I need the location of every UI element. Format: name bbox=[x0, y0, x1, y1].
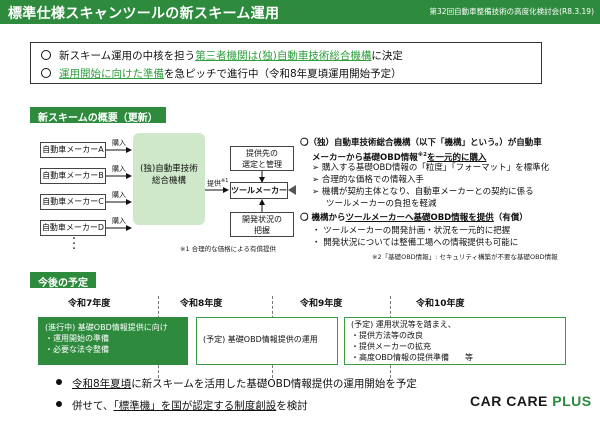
agency-name-line1: (独)自動車技術 bbox=[140, 164, 198, 174]
footnote-2: ※2「基礎OBD情報」: セキュリティ構築が不要な基礎OBD情報 bbox=[372, 253, 558, 261]
purchase-label-b: 購入 bbox=[112, 165, 126, 173]
bottom-bullet-2: 併せて、「標準機」を国が認定する制度創設を検討 bbox=[56, 398, 308, 413]
schedule-box3-line1: (予定) 運用状況等を踏まえ、 bbox=[351, 320, 456, 329]
schedule-box1-line1: (進行中) 基礎OBD情報提供に向け bbox=[45, 323, 168, 332]
dev-line1: 開発状況の bbox=[242, 215, 282, 224]
footnote-1: ※1 合理的な価格による有償提供 bbox=[180, 245, 276, 253]
summary-line-1-highlight: 第三者機関は(独)自動車技術総合機構 bbox=[195, 50, 372, 62]
maker-d-box: 自動車メーカーD bbox=[40, 220, 106, 236]
page-title: 標準仕様スキャンツールの新スキーム運用 bbox=[8, 6, 280, 22]
schedule-box-planned-operation: (予定) 基礎OBD情報提供の運用 bbox=[196, 317, 338, 365]
summary-line-2: 運用開始に向けた準備を急ピッチで進行中（令和8年夏頃運用開始予定） bbox=[41, 66, 402, 81]
pointer-arrow bbox=[288, 185, 296, 195]
agency-box: (独)自動車技術 総合機構 bbox=[133, 133, 205, 225]
schedule-box3-line4: ・高度OBD情報の提供準備 等 bbox=[351, 353, 473, 362]
schedule-box-in-progress: (進行中) 基礎OBD情報提供に向け ・運用開始の準備 ・必要な法令整備 bbox=[38, 317, 188, 365]
more-makers-dots: ・・・ bbox=[70, 234, 78, 253]
circle-bullet-icon bbox=[41, 50, 51, 60]
provide-label: 提供※1 bbox=[207, 178, 229, 188]
year-r7: 令和7年度 bbox=[68, 299, 111, 309]
desc-head-1b: メーカーから基礎OBD情報※2を一元的に購入 bbox=[312, 152, 487, 163]
schedule-box1-line2: ・運用開始の準備 bbox=[45, 334, 109, 343]
desc-head-2: 〇 機構からツールメーカーへ基礎OBD情報を提供（有償） bbox=[300, 213, 528, 223]
dev-status-box: 開発状況の 把握 bbox=[230, 212, 294, 237]
title-bar: 標準仕様スキャンツールの新スキーム運用 第32回自動車整備技術の高度化検討会(R… bbox=[0, 0, 600, 24]
schedule-box2-line1: (予定) 基礎OBD情報提供の運用 bbox=[203, 335, 318, 344]
maker-a-box: 自動車メーカーA bbox=[40, 142, 106, 158]
purchase-label-c: 購入 bbox=[112, 191, 126, 199]
maker-b-box: 自動車メーカーB bbox=[40, 168, 106, 184]
select-line1: 提供先の bbox=[246, 149, 278, 158]
desc-bullet-1c: ➢ 機構が契約主体となり、自動車メーカーとの契約に係る bbox=[312, 187, 534, 197]
bottom-bullet-1: 令和8年夏頃に新スキームを活用した基礎OBD情報提供の運用開始を予定 bbox=[56, 376, 417, 391]
select-line2: 選定と管理 bbox=[242, 160, 282, 169]
schedule-tab: 今後の予定 bbox=[30, 272, 96, 289]
meeting-note: 第32回自動車整備技術の高度化検討会(R8.3.19) bbox=[429, 7, 594, 16]
desc-bullet-2a: ・ ツールメーカーの開発計画・状況を一元的に把握 bbox=[312, 226, 511, 236]
bullet-dot-icon bbox=[56, 401, 62, 407]
schedule-box1-line3: ・必要な法令整備 bbox=[45, 345, 109, 354]
schedule-box3-line3: ・提供メーカーの拡充 bbox=[351, 342, 431, 351]
year-r9: 令和9年度 bbox=[300, 299, 343, 309]
desc-bullet-2b: ・ 開発状況については整備工場への情報提供も可能に bbox=[312, 238, 519, 248]
select-manage-box: 提供先の 選定と管理 bbox=[230, 146, 294, 171]
summary-line-2-highlight: 運用開始に向けた準備 bbox=[59, 68, 164, 80]
overview-tab: 新スキームの概要（更新） bbox=[30, 107, 166, 124]
circle-bullet-icon bbox=[41, 68, 51, 78]
tool-maker-box: ツールメーカー bbox=[230, 182, 288, 199]
summary-line-1-post: に決定 bbox=[371, 50, 403, 62]
desc-bullet-1a: ➢ 購入する基礎OBD情報の「粒度」「フォーマット」を標準化 bbox=[312, 163, 550, 173]
summary-box: 新スキーム運用の中核を担う第三者機関は(独)自動車技術総合機構に決定 運用開始に… bbox=[30, 42, 542, 84]
desc-bullet-1d: ツールメーカーの負担を軽減 bbox=[326, 199, 437, 209]
schedule-box-planned-improvement: (予定) 運用状況等を踏まえ、 ・提供方法等の改良 ・提供メーカーの拡充 ・高度… bbox=[344, 317, 566, 365]
desc-head-1a: 〇（独）自動車技術総合機構（以下「機構」という。）が自動車 bbox=[300, 138, 542, 148]
schedule-box3-line2: ・提供方法等の改良 bbox=[351, 331, 423, 340]
summary-line-1: 新スキーム運用の中核を担う第三者機関は(独)自動車技術総合機構に決定 bbox=[41, 48, 403, 63]
year-r8: 令和8年度 bbox=[180, 299, 223, 309]
maker-c-box: 自動車メーカーC bbox=[40, 194, 106, 210]
dev-line2: 把握 bbox=[254, 226, 270, 235]
summary-line-1-pre: 新スキーム運用の中核を担う bbox=[59, 50, 196, 62]
desc-bullet-1b: ➢ 合理的な価格での情報入手 bbox=[312, 175, 424, 185]
summary-line-2-post: を急ピッチで進行中（令和8年夏頃運用開始予定） bbox=[164, 68, 402, 80]
car-care-plus-logo: CAR CARE PLUS bbox=[470, 393, 592, 409]
year-r10: 令和10年度 bbox=[416, 299, 465, 309]
purchase-label-a: 購入 bbox=[112, 139, 126, 147]
purchase-label-d: 購入 bbox=[112, 217, 126, 225]
bullet-dot-icon bbox=[56, 379, 62, 385]
agency-name-line2: 総合機構 bbox=[151, 176, 186, 186]
